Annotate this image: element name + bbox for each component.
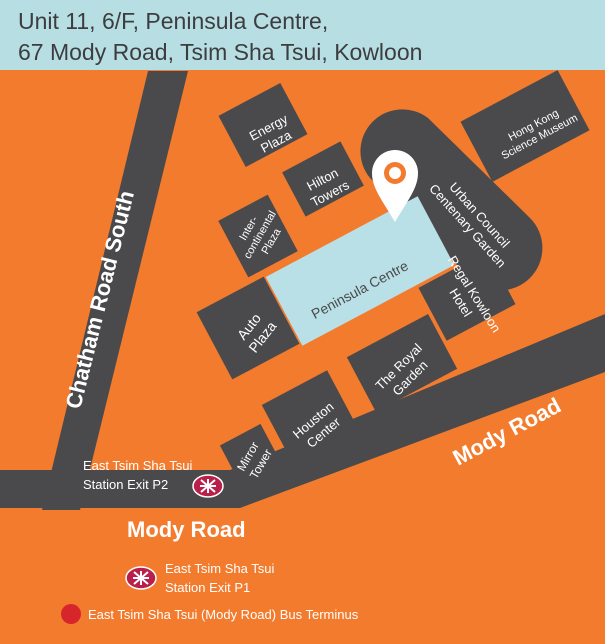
address-line-1: Unit 11, 6/F, Peninsula Centre, xyxy=(18,8,328,34)
bus-terminus-dot-icon xyxy=(61,604,81,624)
address-header xyxy=(0,0,605,70)
address-line-2: 67 Mody Road, Tsim Sha Tsui, Kowloon xyxy=(18,39,422,65)
label-exit-p2-line1: East Tsim Sha Tsui xyxy=(83,458,192,473)
intercontinental-plaza xyxy=(218,194,298,278)
energy-plaza xyxy=(218,82,308,168)
mtr-icon xyxy=(192,474,224,498)
label-bus-terminus: East Tsim Sha Tsui (Mody Road) Bus Termi… xyxy=(88,607,359,622)
hk-science-museum xyxy=(460,70,590,182)
label-exit-p2-line2: Station Exit P2 xyxy=(83,477,168,492)
regal-kowloon-hotel xyxy=(418,251,516,341)
chatham-road-south xyxy=(42,71,188,510)
mtr-icon xyxy=(125,566,157,590)
mirror-tower xyxy=(219,423,283,487)
label-exit-p1-line2: Station Exit P1 xyxy=(165,580,250,595)
peninsula-centre xyxy=(265,196,455,346)
label-mody-road-horizontal: Mody Road xyxy=(127,517,246,542)
royal-garden xyxy=(346,314,458,412)
label-exit-p1-line1: East Tsim Sha Tsui xyxy=(165,561,274,576)
location-pin-icon[interactable] xyxy=(372,150,418,222)
hilton-towers xyxy=(282,141,364,217)
mody-road xyxy=(0,314,605,508)
houston-center xyxy=(261,370,357,460)
auto-plaza xyxy=(196,276,300,380)
